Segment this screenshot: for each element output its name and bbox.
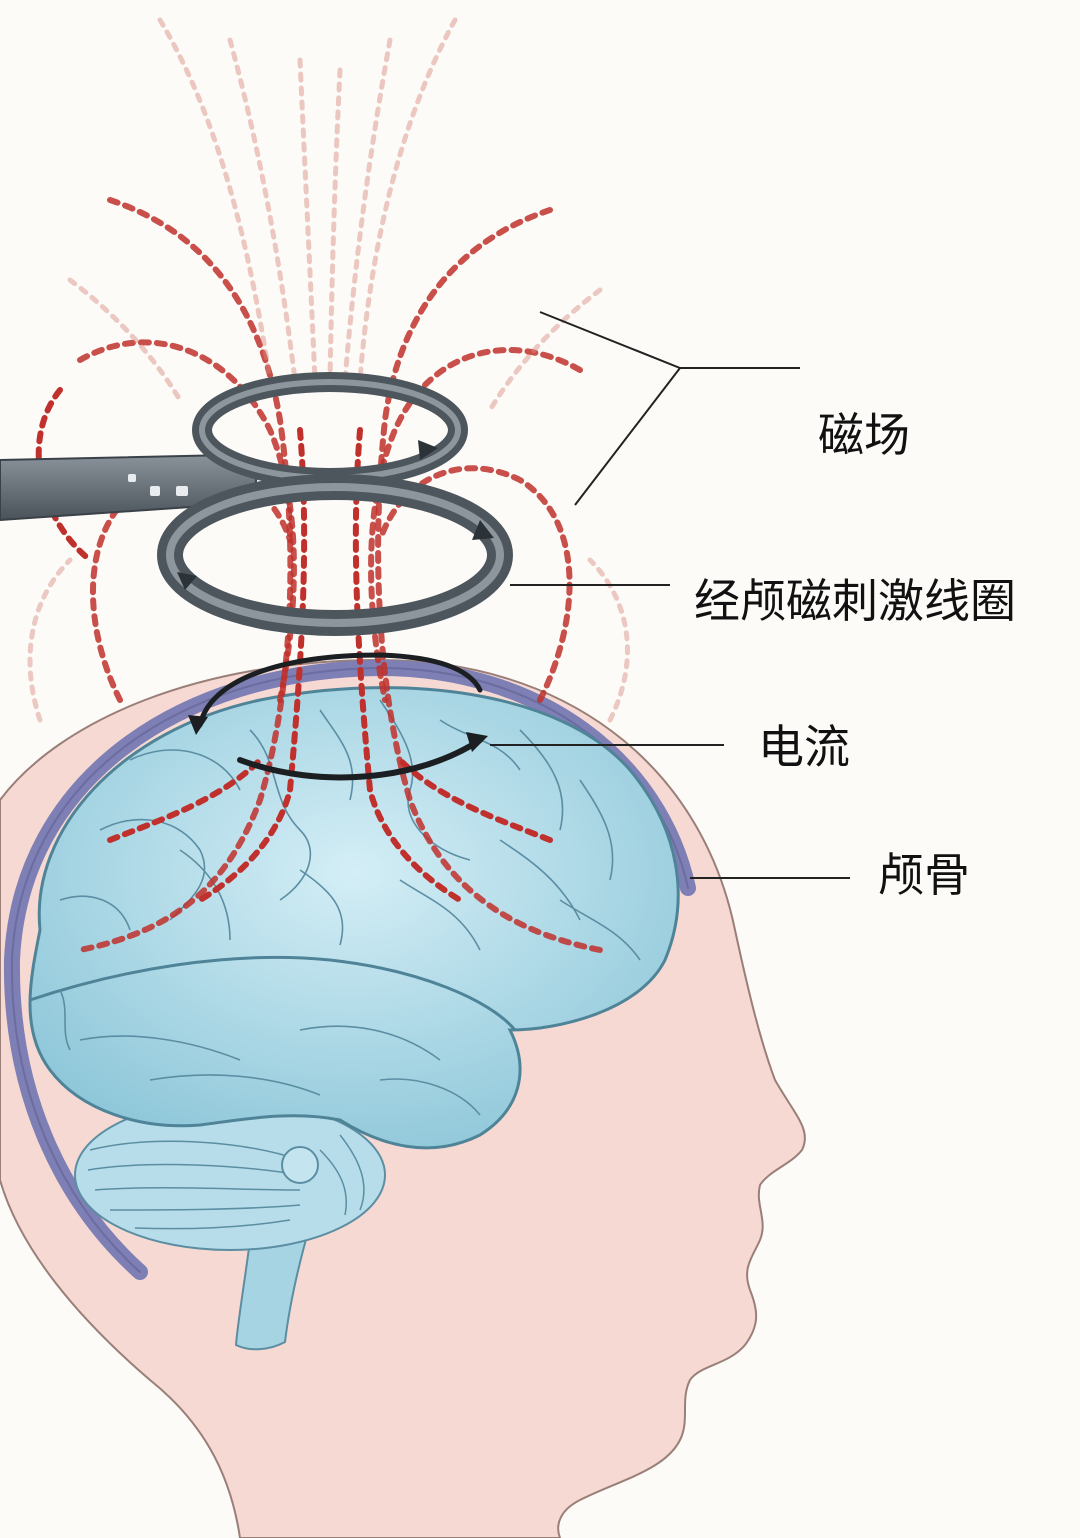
magnetic-field-lines-faded [27,17,630,723]
brain-gyri [59,699,641,1116]
cerebrum [28,686,680,1150]
upper-current-arc [197,652,483,728]
current-arrowhead [466,732,488,752]
coil-direction-arrows [177,440,494,590]
coil-ring-lower-highlight [166,483,504,627]
coil-ring-upper-highlight [199,379,461,481]
skull-outline [10,666,689,1273]
pons [281,1146,319,1184]
tms-coil-label: 经颅磁刺激线圈 [694,574,1016,628]
brain-stem [234,1223,312,1351]
magnetic-field-label: 磁场 [818,408,910,462]
induced-current-arc [237,737,483,781]
current-label: 电流 [758,720,850,774]
upper-current-arrowhead [188,715,208,735]
lateral-sulcus [29,955,517,1031]
handle-highlights [128,474,188,496]
skull-label: 颅骨 [878,848,970,902]
cerebellum-folds [87,1134,365,1230]
leader-lines [490,311,850,879]
